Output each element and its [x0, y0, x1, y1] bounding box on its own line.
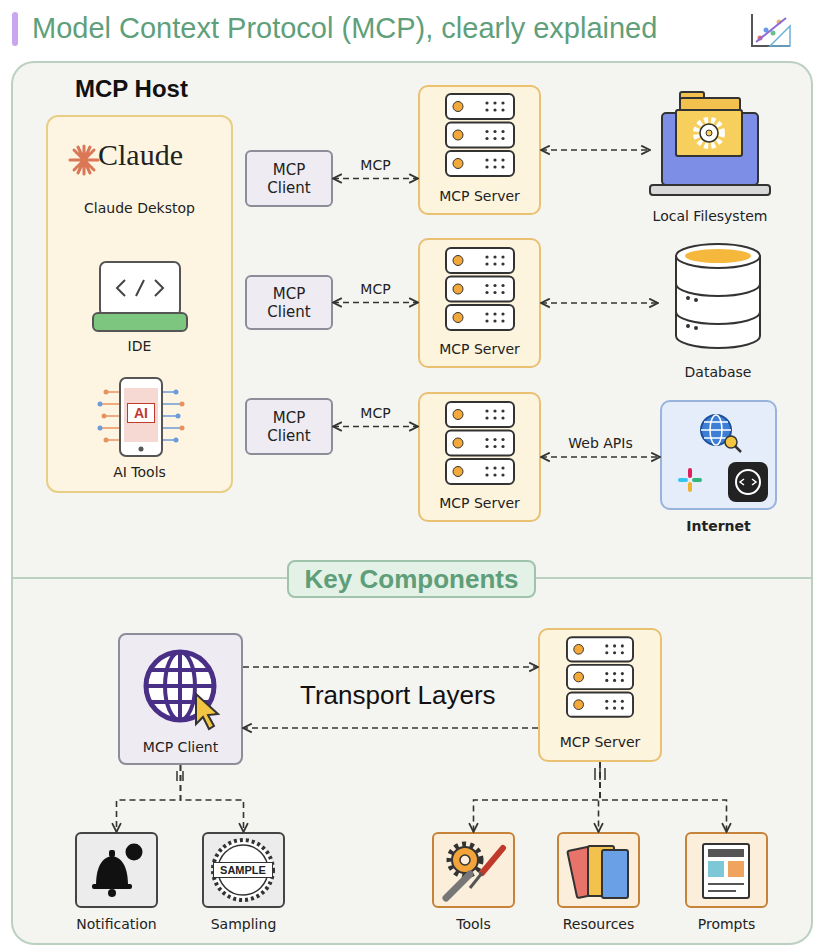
- title: Model Context Protocol (MCP), clearly ex…: [32, 12, 657, 45]
- dashed-connector: [333, 178, 418, 180]
- title-bar: [12, 12, 18, 46]
- database-icon: [686, 324, 690, 328]
- client-box: MCP Client: [245, 275, 333, 330]
- node-text: MCP Client: [247, 409, 331, 445]
- database-icon: [676, 256, 760, 348]
- chart-icon: [756, 18, 786, 42]
- laptop-folder-icon: [706, 130, 712, 136]
- split-marks: [177, 768, 605, 781]
- node-text: Local Filesystem: [610, 208, 810, 224]
- host-panel: MCP Host: [46, 115, 233, 493]
- chart-icon: [758, 36, 763, 41]
- feature-box: Notification: [75, 832, 158, 908]
- chart-icon: [770, 26, 790, 46]
- node-text: Resources: [519, 916, 678, 932]
- outer-panel: [12, 62, 812, 944]
- dashed-connector: [117, 765, 181, 832]
- laptop-folder-icon: [700, 124, 718, 142]
- node-text: MCP Client: [247, 161, 331, 197]
- database-icon: [676, 284, 760, 324]
- server-component-box: MCP Server: [538, 628, 662, 762]
- host-app-label: AI Tools: [46, 464, 233, 480]
- client-box: MCP Client: [245, 398, 333, 455]
- database-icon: [686, 296, 690, 300]
- node-text: Sampling: [164, 916, 323, 932]
- dashed-connector: [541, 456, 660, 458]
- database-node: Database: [658, 244, 778, 354]
- feature-box: Tools: [432, 832, 515, 908]
- chart-icon: [777, 20, 782, 25]
- database-icon: [685, 249, 751, 263]
- host-app-label: IDE: [46, 338, 233, 354]
- server-box: MCP Server: [418, 85, 541, 215]
- dashed-connector: [474, 762, 601, 832]
- edge-label: MCP: [360, 281, 390, 297]
- node-text: MCP Server: [420, 341, 539, 357]
- edge-label: MCP: [360, 405, 390, 421]
- internet-box: Internet: [660, 400, 777, 510]
- edge-label: MCP: [360, 157, 390, 173]
- node-text: Tools: [394, 916, 553, 932]
- node-text: Prompts: [647, 916, 806, 932]
- laptop-folder-icon: [650, 92, 770, 195]
- chart-icon: [764, 28, 769, 33]
- database-icon: [676, 244, 760, 268]
- dashed-connector: [541, 302, 658, 304]
- database-icon: [676, 244, 760, 348]
- laptop-folder-icon: [696, 120, 722, 146]
- chart-icon: [752, 14, 790, 46]
- chart-icon: [752, 14, 790, 46]
- client-box: MCP Client: [245, 150, 333, 207]
- database-icon: [694, 326, 698, 330]
- filesystem-node: Local Filesystem: [650, 92, 770, 198]
- title-bar: [12, 12, 18, 46]
- split-marks: [177, 771, 183, 781]
- dashed-connector: [541, 149, 650, 151]
- dashed-connector: [599, 762, 601, 832]
- icon-text: SAMPLE: [213, 862, 273, 878]
- edge-label: Web APIs: [568, 435, 632, 451]
- node-text: Notification: [37, 916, 196, 932]
- feature-box: Resources: [557, 832, 640, 908]
- logo-text: Claude: [98, 138, 183, 172]
- split-marks: [595, 768, 605, 780]
- node-text: Internet: [622, 518, 815, 534]
- outer-panel: [12, 62, 812, 944]
- laptop-folder-icon: [676, 110, 742, 156]
- dashed-connector: [600, 762, 727, 832]
- chart-icon: [771, 31, 776, 36]
- node-text: MCP Client: [120, 739, 241, 755]
- dashed-connector: [333, 426, 418, 428]
- dashed-connector: [333, 302, 418, 304]
- client-component-box: MCP Client: [118, 633, 243, 765]
- database-icon: [694, 298, 698, 302]
- laptop-folder-icon: [650, 185, 770, 195]
- laptop-folder-icon: [680, 92, 704, 104]
- laptop-folder-icon: [680, 98, 740, 150]
- node-text: MCP Server: [420, 495, 539, 511]
- node-text: MCP Host: [75, 75, 188, 103]
- node-text: Database: [618, 364, 818, 380]
- laptop-folder-icon: [662, 113, 758, 185]
- dashed-connector: [243, 666, 538, 668]
- node-text: MCP Client: [247, 285, 331, 321]
- feature-box: Prompts: [685, 832, 768, 908]
- node-text: MCP Server: [420, 188, 539, 204]
- server-box: MCP Server: [418, 392, 541, 522]
- dashed-connector: [243, 727, 538, 729]
- dashed-connector: [181, 765, 244, 832]
- host-app-label: Claude Dekstop: [46, 200, 233, 216]
- section-heading: Key Components: [287, 560, 536, 598]
- server-box: MCP Server: [418, 238, 541, 368]
- node-text: MCP Server: [540, 734, 660, 750]
- icon-text: AI: [127, 403, 155, 423]
- transport-label: Transport Layers: [300, 680, 496, 711]
